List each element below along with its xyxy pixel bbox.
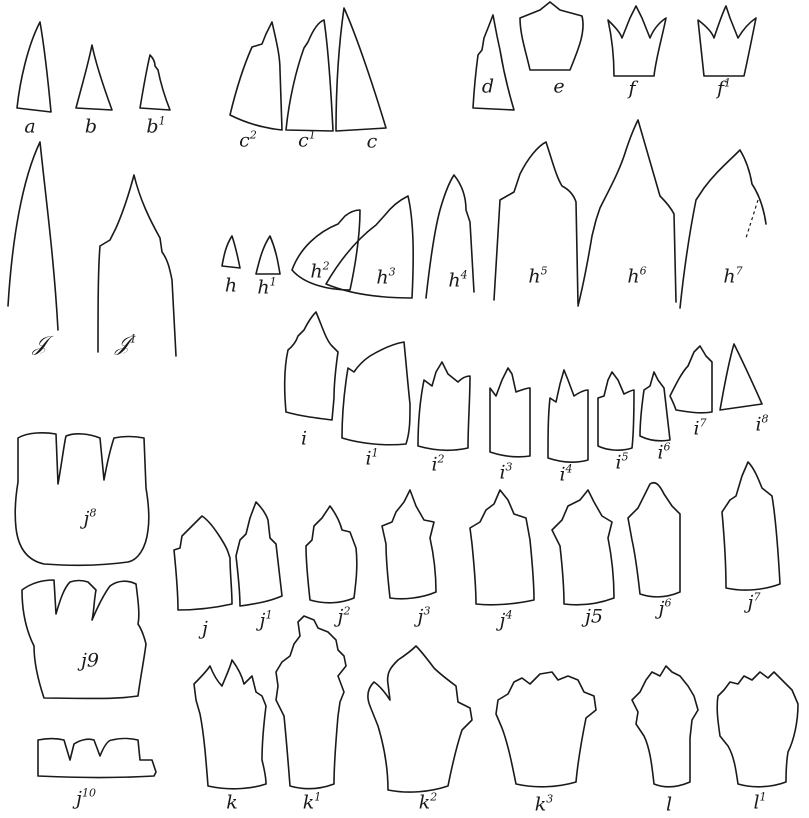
label-h4: h4	[448, 270, 467, 291]
label-j9: j9	[81, 650, 99, 671]
tooth-i7	[670, 346, 712, 413]
tooth-j8	[15, 433, 149, 566]
tooth-h	[222, 236, 240, 268]
label-e: e	[553, 76, 564, 97]
label-i3: i3	[499, 462, 512, 483]
label-c1: c1	[298, 130, 316, 151]
tooth-b1	[140, 55, 170, 110]
label-h7: h7	[723, 266, 742, 287]
label-i5: i5	[615, 452, 628, 473]
tooth-j6	[628, 483, 680, 597]
tooth-c	[336, 8, 386, 131]
tooth-e	[520, 2, 583, 70]
label-i1: i1	[365, 448, 378, 469]
tooth-i3	[490, 368, 530, 457]
label-j7: j7	[748, 592, 761, 613]
label-i4: i4	[559, 464, 572, 485]
tooth-j4	[470, 490, 534, 605]
tooth-h7-dashed-mark	[746, 200, 758, 238]
tooth-G1	[98, 175, 176, 356]
tooth-j	[174, 516, 232, 610]
label-h6: h6	[627, 266, 646, 287]
tooth-i	[285, 312, 338, 420]
label-c: c	[367, 131, 378, 152]
tooth-i8	[720, 344, 762, 410]
tooth-i2	[418, 362, 470, 450]
label-h: h	[225, 275, 237, 296]
label-i6: i6	[657, 442, 670, 463]
label-G: 𝒥	[33, 334, 48, 355]
tooth-k	[194, 660, 266, 789]
label-j4: j4	[500, 610, 513, 631]
tooth-l1	[717, 672, 798, 787]
tooth-j10	[38, 739, 156, 778]
label-k3: k3	[535, 794, 554, 815]
label-j5: j5	[585, 606, 603, 627]
tooth-j3	[382, 490, 436, 599]
tooth-b	[76, 45, 112, 110]
tooth-i6	[640, 372, 670, 441]
tooth-k3	[496, 672, 596, 787]
tooth-k2	[368, 646, 472, 792]
tooth-k1	[276, 616, 346, 789]
label-a: a	[24, 116, 35, 137]
label-i7: i7	[693, 418, 706, 439]
label-j10: j10	[76, 788, 96, 809]
tooth-h1	[256, 236, 280, 274]
tooth-i4	[548, 370, 588, 462]
label-i: i	[301, 428, 307, 449]
tooth-f1	[698, 6, 756, 76]
label-j8: j8	[84, 508, 97, 529]
tooth-a	[17, 22, 51, 112]
label-f: f	[628, 78, 635, 99]
label-k: k	[226, 792, 238, 813]
label-j3: j3	[418, 606, 431, 627]
tooth-j7	[722, 462, 780, 590]
tooth-l	[632, 666, 698, 787]
label-k1: k1	[303, 792, 322, 813]
label-j: j	[202, 618, 208, 639]
tooth-c1	[286, 20, 333, 131]
tooth-c2	[230, 22, 282, 130]
tooth-j2	[306, 506, 357, 603]
tooth-f	[608, 6, 666, 76]
label-i8: i8	[755, 414, 768, 435]
tooth-i1	[342, 342, 410, 445]
tooth-h3	[326, 196, 413, 298]
label-k2: k2	[419, 792, 438, 813]
label-h2: h2	[310, 261, 329, 282]
label-h5: h5	[528, 266, 547, 287]
tooth-G	[8, 142, 58, 330]
tooth-j9	[22, 580, 146, 699]
label-j6: j6	[659, 598, 672, 619]
label-b1: b1	[146, 116, 165, 137]
label-l: l	[666, 794, 672, 815]
label-l1: l1	[753, 792, 766, 813]
label-G1: 𝒥1	[115, 334, 137, 355]
tooth-j5	[552, 490, 614, 605]
label-d: d	[482, 76, 494, 97]
label-h1: h1	[257, 277, 276, 298]
tooth-i5	[598, 372, 634, 450]
label-i2: i2	[431, 454, 444, 475]
label-j1: j1	[260, 610, 273, 631]
label-h3: h3	[376, 267, 395, 288]
label-c2: c2	[239, 130, 257, 151]
label-b: b	[85, 116, 97, 137]
tooth-j1	[236, 502, 282, 606]
label-f1: f1	[717, 78, 731, 99]
label-j2: j2	[338, 606, 351, 627]
